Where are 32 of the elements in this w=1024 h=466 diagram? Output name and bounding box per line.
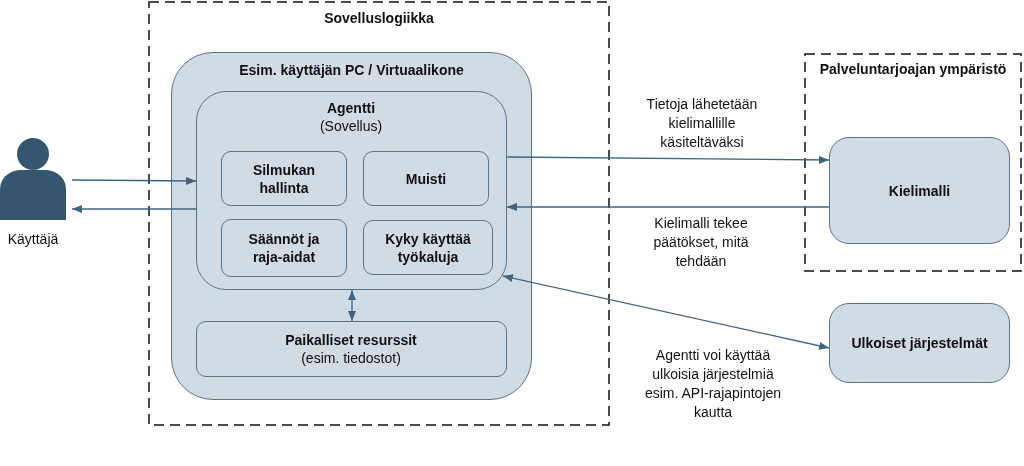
- arrow: [506, 203, 830, 211]
- component-box: [363, 151, 489, 206]
- arrow: [71, 176, 197, 185]
- box-title: Kielimalli: [888, 181, 951, 200]
- box-title: Sovelluslogiikka: [324, 9, 434, 27]
- double-arrow: [502, 274, 830, 350]
- component-box: [221, 151, 347, 206]
- box-title: Säännöt ja raja-aidat: [247, 230, 321, 266]
- node-caption: Käyttäjä: [7, 230, 59, 248]
- dashed-boundary: [804, 53, 1022, 272]
- device-panel: [171, 52, 532, 400]
- agent-panel: [195, 90, 507, 290]
- box-subtitle: (Sovellus): [319, 116, 383, 135]
- component-box: [221, 219, 347, 277]
- person-icon: [0, 138, 66, 220]
- arrow: [506, 155, 830, 164]
- dashed-boundary: [148, 1, 610, 426]
- system-box: [829, 303, 1010, 383]
- box-title: Silmukan hallinta: [251, 160, 317, 197]
- component-box: [363, 220, 493, 275]
- resource-box: [195, 320, 507, 377]
- box-title: Kyky käyttää työkaluja: [384, 229, 472, 266]
- double-arrow: [348, 289, 356, 322]
- box-title: Paikalliset resurssit: [285, 330, 417, 349]
- box-title: Muisti: [405, 169, 447, 188]
- arrow: [71, 205, 197, 213]
- box-title: Esim. käyttäjän PC / Virtuaalikone: [239, 61, 464, 79]
- box-title: Palveluntarjoajan ympäristö: [819, 60, 1007, 78]
- box-title: Ulkoiset järjestelmät: [851, 334, 988, 352]
- box-subtitle: (esim. tiedostot): [301, 348, 401, 367]
- box-title: Agentti: [326, 98, 376, 117]
- model-box: [829, 137, 1010, 244]
